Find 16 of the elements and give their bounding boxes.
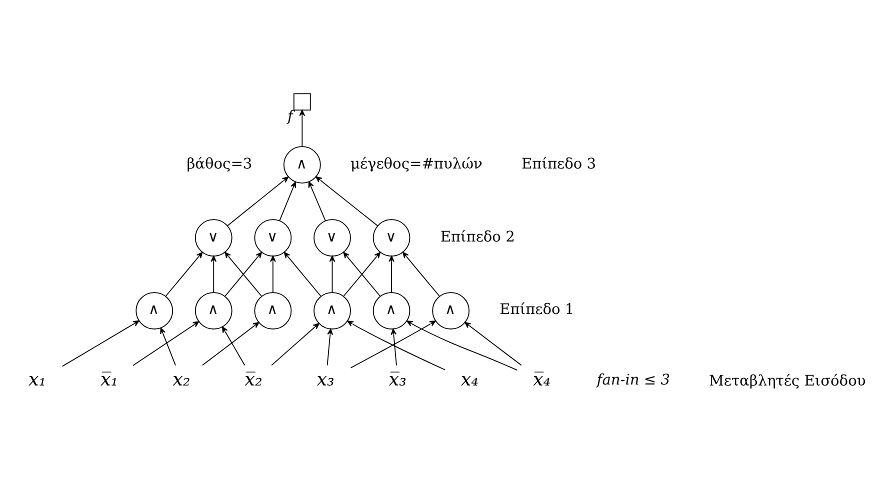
node-text: x₄: [460, 370, 478, 391]
label: Επίπεδο 2: [440, 228, 515, 246]
label: βάθος=3: [186, 155, 252, 172]
node-text: x̅₂: [244, 370, 262, 391]
label: Μεταβλητές Εισόδου: [709, 372, 866, 390]
node-text: x̅₄: [532, 370, 551, 391]
label: Επίπεδο 3: [522, 155, 596, 172]
node-text: x₂: [172, 370, 190, 391]
node-text: x̅₃: [388, 370, 406, 391]
node-text: x₃: [316, 370, 334, 391]
node-text: x̅₁: [100, 370, 118, 391]
label: μέγεθος=#πυλών: [350, 155, 482, 172]
node-label: f: [288, 108, 293, 125]
node-text: x₁: [28, 370, 46, 391]
label: fan-in ≤ 3: [596, 371, 670, 388]
label: Επίπεδο 1: [500, 301, 574, 318]
